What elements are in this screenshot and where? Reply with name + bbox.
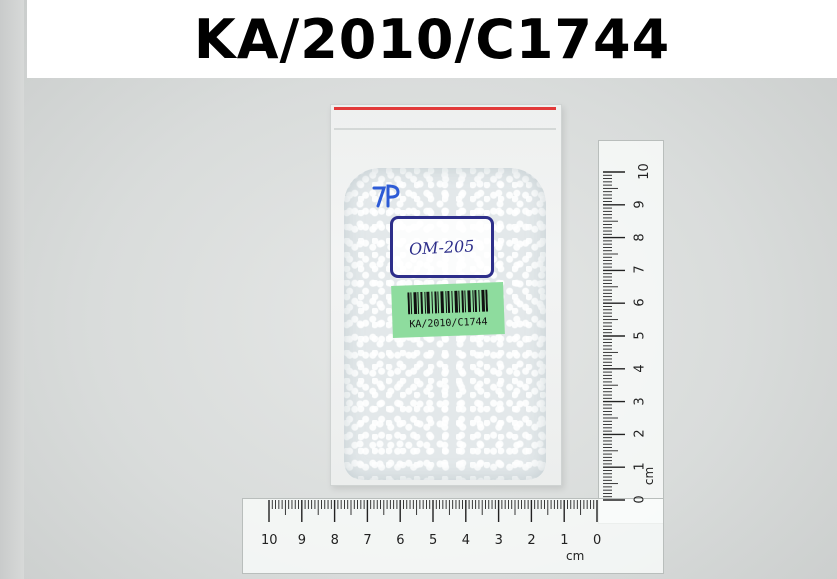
ruler-label-h: 8 xyxy=(330,533,339,548)
ruler-label-h: 0 xyxy=(593,533,602,548)
ruler-label-v: 3 xyxy=(632,396,648,406)
ruler-label-v: 7 xyxy=(632,265,648,275)
ruler-label-v: 4 xyxy=(632,364,648,373)
barcode-sticker: KA/2010/C1744 xyxy=(391,282,505,338)
ruler-label-h: 4 xyxy=(461,533,471,548)
ruler-label-h: 3 xyxy=(494,533,503,548)
ruler-label-h: 7 xyxy=(363,533,372,548)
specimen-id-title: KA/2010/C1744 xyxy=(193,7,671,71)
ruler-vertical-arm xyxy=(598,140,664,524)
sample-bag: OM-205 KA/2010/C174 xyxy=(330,104,562,486)
handwritten-mark xyxy=(372,184,400,208)
ruler-label-v: 10 xyxy=(636,163,652,180)
title-banner: KA/2010/C1744 xyxy=(27,0,837,78)
bag-zip-seal xyxy=(334,107,556,110)
ruler-label-h: 6 xyxy=(396,533,405,548)
ruler-horizontal-arm xyxy=(242,498,664,574)
ruler-label-h: 1 xyxy=(560,533,569,548)
ruler-unit-vertical: cm xyxy=(642,466,657,486)
ruler-label-h: 5 xyxy=(429,533,438,548)
ruler-label-v: 2 xyxy=(632,429,648,439)
ruler-label-h: 9 xyxy=(297,533,307,548)
ruler-label-v: 0 xyxy=(632,495,648,504)
ruler-unit-horizontal: cm xyxy=(566,549,585,563)
ruler-label-h: 2 xyxy=(527,533,536,548)
ruler-label-v: 9 xyxy=(632,200,648,209)
ruler-label-v: 5 xyxy=(632,331,648,340)
photo-edge xyxy=(0,0,24,579)
handwritten-label: OM-205 xyxy=(390,216,494,278)
bag-zip-groove xyxy=(334,128,556,130)
barcode-icon xyxy=(407,289,489,315)
ruler-label-h: 10 xyxy=(261,533,278,548)
ruler-label-v: 6 xyxy=(632,298,648,307)
ruler-label-v: 8 xyxy=(632,232,648,242)
